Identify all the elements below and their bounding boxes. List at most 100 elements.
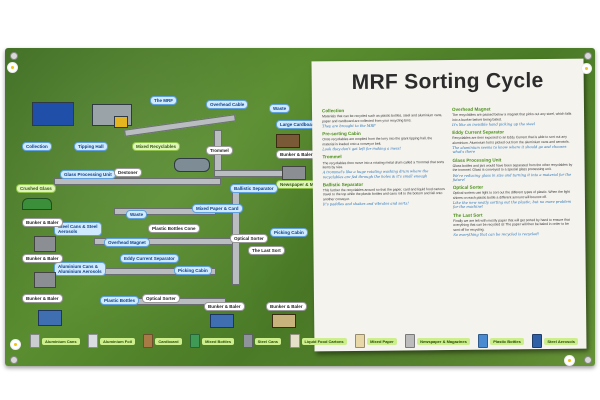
daisy-icon	[8, 63, 17, 72]
label-tipping-hall: Tipping Hall	[74, 142, 108, 151]
section-quote: The aluminium seems to know where it sho…	[452, 144, 567, 155]
notice-section: Optical Sorter Optical sorters use light…	[453, 185, 575, 210]
label-waste-2: Waste	[126, 210, 148, 219]
label-mixed-paper-card: Mixed Paper & Card	[192, 204, 243, 213]
plastic-bale-icon	[38, 310, 62, 326]
bottle-icon	[190, 334, 201, 348]
legend-label: Steel Cans	[254, 337, 282, 345]
label-bunker-baler-5: Bunker & Baler	[204, 302, 245, 311]
label-the-last-sort: The Last Sort	[248, 246, 285, 255]
label-bunker-baler-6: Bunker & Baler	[266, 302, 307, 311]
legend-label: Newspaper & Magazines	[417, 337, 470, 345]
rivet-icon	[584, 52, 592, 60]
sorting-diagram: Collection Tipping Hall The MRF Mixed Re…	[14, 58, 337, 328]
notice-column-left: Collection Materials that can be recycle…	[322, 108, 445, 211]
section-text: Optical sorters use light to sort out th…	[452, 190, 571, 200]
section-quote: It's like an invisible hand picking up t…	[452, 121, 535, 127]
legend-label: Cardboard	[155, 337, 182, 345]
can-icon	[30, 334, 40, 348]
label-crushed-glass: Crushed Glass	[16, 184, 56, 193]
carton-icon	[289, 334, 300, 348]
legend-item: Liquid Food Cartons	[289, 334, 347, 348]
notice-section: Trommel The recyclables then move into a…	[322, 154, 444, 179]
label-glass-processing-unit: Glass Processing Unit	[60, 170, 116, 179]
label-eddy-current-separator: Eddy Current Separator	[120, 254, 179, 263]
notice-section: Overhead Magnet The recyclables are pass…	[452, 107, 574, 127]
collection-lorry-icon	[32, 102, 74, 126]
daisy-icon	[11, 340, 20, 349]
aerosol-icon	[532, 334, 543, 348]
legend-item: Cardboard	[143, 334, 182, 348]
label-waste: Waste	[269, 104, 291, 113]
section-quote: A trommel's like a huge rotating washing…	[322, 169, 429, 179]
steel-bale-icon	[34, 236, 56, 252]
section-quote: We're reducing glass in size and turning…	[452, 172, 572, 182]
legend-label: Liquid Food Cartons	[301, 337, 347, 345]
legend-label: Plastic Bottles	[490, 337, 524, 345]
legend-item: Steel Aerosols	[532, 334, 578, 348]
notice-section: Pre-sorting Cabin Once recyclables are e…	[322, 131, 444, 151]
section-quote: Look they don't get left for making a me…	[322, 146, 402, 152]
label-destoner: Destoner	[114, 168, 142, 177]
rivet-icon	[10, 52, 18, 60]
label-bunker-baler-4: Bunker & Baler	[22, 294, 63, 303]
newspaper-bale-icon	[282, 166, 306, 180]
plastic-bottle-icon	[478, 334, 489, 348]
label-plastic-bottles: Plastic Bottles	[100, 296, 140, 305]
label-overhead-cable: Overhead Cable	[206, 100, 249, 109]
notice-section: Ballistic Separator This further the rec…	[323, 182, 445, 207]
conveyor-belt	[54, 178, 221, 185]
cardboard-bale-icon	[276, 134, 300, 148]
label-the-mrf: The MRF	[150, 96, 177, 105]
newspaper-icon	[405, 334, 416, 348]
section-quote: So everything that can be recycled is re…	[453, 231, 540, 237]
label-steel-cans: Steel Cans & Steel Aerosols	[54, 222, 102, 236]
loader-icon	[114, 116, 128, 128]
section-text: Materials that can be recycled such as p…	[322, 113, 443, 123]
aluminium-bale-icon	[34, 272, 56, 288]
legend-item: Mixed Bottles	[190, 334, 235, 348]
materials-legend: Aluminium Cans Aluminium Foil Cardboard …	[30, 331, 578, 351]
legend-item: Plastic Bottles	[478, 334, 524, 348]
section-text: Finally we are left with mostly paper th…	[453, 217, 570, 232]
notice-section: Collection Materials that can be recycle…	[322, 108, 444, 128]
legend-item: Newspaper & Magazines	[405, 334, 470, 348]
page-title: MRF Sorting Cycle	[351, 69, 544, 95]
section-text: The recyclables then move into a rotatin…	[322, 159, 445, 170]
legend-item: Aluminium Foil	[88, 334, 135, 348]
label-mixed-recyclables: Mixed Recyclables	[132, 142, 181, 151]
section-quote: They are brought to the MRF	[322, 123, 376, 129]
daisy-icon	[582, 64, 591, 73]
label-bunker-baler-1: Bunker & Baler	[276, 150, 317, 159]
label-optical-sorter: Optical Sorter	[230, 234, 268, 243]
foil-icon	[88, 334, 99, 348]
label-ballistic-separator: Ballistic Separator	[230, 184, 278, 193]
notice-paper: MRF Sorting Cycle Collection Materials t…	[311, 58, 587, 352]
label-optical-sorter-2: Optical Sorter	[142, 294, 180, 303]
steel-can-icon	[242, 334, 253, 348]
label-overhead-magnet: Overhead Magnet	[104, 238, 150, 247]
bottle-bale-icon	[210, 314, 234, 328]
legend-label: Mixed Paper	[367, 337, 397, 345]
cardboard-icon	[143, 334, 154, 348]
trommel-icon	[174, 158, 210, 172]
daisy-icon	[565, 356, 574, 365]
legend-label: Steel Aerosols	[544, 337, 578, 345]
legend-label: Aluminium Cans	[42, 337, 80, 345]
section-text: This further the recyclables around so t…	[322, 187, 445, 202]
label-bunker-baler-2: Bunker & Baler	[22, 218, 63, 227]
section-quote: It's paddles and shakes and vibrates and…	[322, 201, 409, 207]
section-text: The recyclables are passed below a magne…	[452, 112, 572, 122]
section-text: Glass bottles and jars would have been s…	[452, 162, 573, 173]
legend-item: Mixed Paper	[355, 334, 397, 348]
glass-pile-icon	[22, 198, 52, 210]
paper-icon	[355, 334, 366, 348]
legend-item: Steel Cans	[242, 334, 282, 348]
label-collection: Collection	[22, 142, 52, 151]
notice-section: The Last Sort Finally we are left with m…	[453, 212, 575, 237]
label-picking-cabin-2: Picking Cabin	[174, 266, 212, 275]
label-picking-cabin: Picking Cabin	[270, 228, 308, 237]
rivet-icon	[10, 356, 18, 364]
label-trommel: Trommel	[206, 146, 233, 155]
legend-label: Aluminium Foil	[100, 337, 135, 345]
